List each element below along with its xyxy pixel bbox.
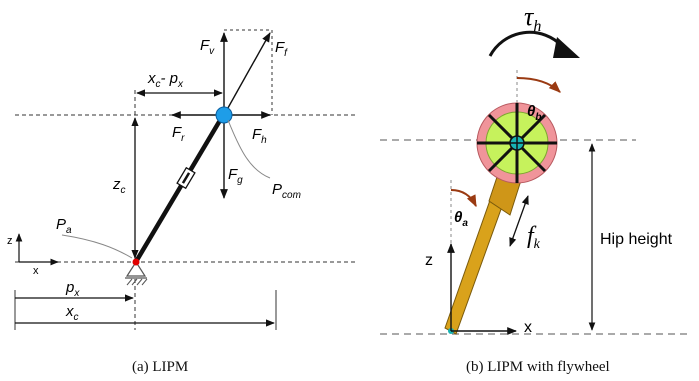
ankle-pivot (125, 260, 148, 286)
label-axis-x-b: x (524, 319, 532, 336)
label-xc-minus-px: xc- px (147, 70, 184, 90)
label-axis-x: x (33, 265, 39, 277)
theta-b-curve (516, 77, 561, 93)
label-fg: Fg (228, 166, 243, 186)
label-axis-z: z (7, 235, 13, 247)
label-fv: Fv (200, 37, 215, 57)
label-xc: xc (65, 303, 79, 323)
lipm-flywheel-diagram: Hip height (380, 2, 690, 375)
caption-b: (b) LIPM with flywheel (466, 359, 610, 375)
pendulum-leg (135, 115, 224, 262)
leg-damper (176, 166, 196, 190)
com-point (215, 106, 233, 124)
torque-arc (488, 30, 564, 57)
label-theta-a: θa (454, 209, 468, 229)
flywheel (476, 102, 558, 184)
label-fh: Fh (252, 126, 267, 146)
pa-leader (61, 234, 133, 259)
theta-a-curve (450, 189, 477, 208)
lipm-diagram: Fv Ff xc- px Fr Fh zc Fg Pcom Pa z x px … (7, 29, 355, 375)
label-hip-height: Hip height (600, 231, 673, 248)
label-fk: fk (527, 223, 541, 252)
torque-arrowhead (553, 37, 580, 58)
label-px: px (65, 279, 80, 299)
force-ff-arrow (223, 32, 271, 116)
label-fr: Fr (172, 124, 185, 144)
label-pcom: Pcom (272, 181, 301, 201)
contact-point (132, 258, 140, 266)
fk-arrow (509, 195, 529, 247)
label-theta-b: θb (527, 103, 541, 123)
pcom-leader (227, 119, 271, 179)
label-tau-h: τh (524, 2, 541, 35)
label-zc: zc (112, 176, 126, 196)
label-pa: Pa (56, 216, 72, 236)
label-axis-z-b: z (425, 252, 433, 269)
caption-a: (a) LIPM (132, 359, 188, 375)
label-ff: Ff (275, 39, 288, 59)
